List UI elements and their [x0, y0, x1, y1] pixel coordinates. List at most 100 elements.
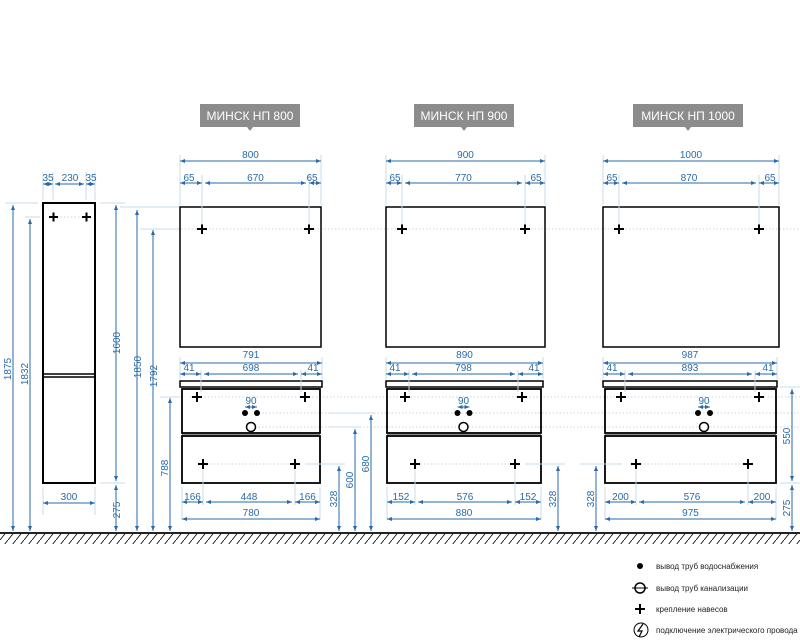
- mount-cross-icon: [410, 459, 420, 469]
- lower-drawer: [181, 435, 321, 484]
- col-height-body: 1600: [112, 331, 123, 354]
- upper-drawer: [181, 388, 321, 434]
- body-width: 975: [682, 508, 699, 519]
- legend-label-water: вывод труб водоснабжения: [656, 562, 758, 571]
- mount-cross-icon: [510, 459, 520, 469]
- column-dimensions: [5, 172, 125, 515]
- model-name-tag: МИНСК НП 900: [414, 104, 514, 131]
- body-width: 880: [456, 508, 473, 519]
- mirror: [179, 206, 322, 348]
- lower-drawer: [604, 435, 777, 484]
- drain-height: 600: [345, 471, 356, 488]
- mount-cross-icon: [614, 224, 624, 234]
- countertop-left-offset: 41: [183, 363, 195, 374]
- mirror-hinge-height: 1792: [149, 364, 160, 387]
- upper-drawer: [386, 388, 542, 434]
- water-supply-dot-icon: [454, 410, 461, 416]
- floor: [0, 532, 800, 544]
- water-supply-dot-icon: [466, 410, 473, 416]
- legend-label-mount: крепление навесов: [656, 605, 728, 614]
- mount-cross-icon: [290, 459, 300, 469]
- countertop: [602, 380, 778, 388]
- mirror-width: 900: [457, 150, 474, 161]
- mirror-hinge-spacing: 670: [247, 173, 264, 184]
- mirror-width: 1000: [680, 150, 703, 161]
- bottom-hinge-spacing: 576: [457, 492, 474, 503]
- legend-label-drain: вывод труб канализации: [656, 584, 748, 593]
- countertop-left-offset: 41: [389, 363, 401, 374]
- mirror-left-offset: 65: [183, 173, 195, 184]
- mount-cross-icon: [300, 392, 310, 402]
- bottom-hinge-height: 328: [329, 490, 340, 507]
- mount-cross-icon: [743, 459, 753, 469]
- mirror-hinge-spacing: 870: [681, 173, 698, 184]
- mount-cross-icon: [520, 224, 530, 234]
- vanity-body-height: 550: [782, 427, 793, 444]
- bottom-hinge-height: 328: [586, 490, 597, 507]
- mirror: [602, 206, 780, 348]
- model-name-tag: МИНСК НП 1000: [633, 104, 743, 131]
- countertop-right-offset: 41: [528, 363, 540, 374]
- bottom-hinge-spacing: 448: [241, 492, 258, 503]
- water-supply-dot-icon: [695, 410, 701, 416]
- water-supply-dot-icon: [254, 410, 260, 416]
- body-width: 780: [243, 508, 260, 519]
- mirror-top-height: 1850: [133, 355, 144, 378]
- mirror-left-offset: 65: [606, 173, 618, 184]
- model-name: МИНСК НП 1000: [641, 109, 735, 123]
- drain-circle-icon: [698, 421, 710, 433]
- mount-cross-icon: [616, 392, 626, 402]
- mount-cross-icon: [400, 392, 410, 402]
- countertop-right-offset: 41: [307, 363, 319, 374]
- model-name: МИНСК НП 800: [207, 109, 294, 123]
- col-bottom-width: 300: [61, 492, 78, 503]
- bottom-hinge-height: 328: [548, 490, 559, 507]
- col-height-total: 1875: [3, 357, 14, 380]
- vanity-hinge-height: 788: [160, 459, 171, 476]
- reference-lines: [50, 216, 800, 465]
- col-floor-gap: 275: [112, 501, 123, 518]
- water-supply-height: 680: [361, 455, 372, 472]
- mirror-hinge-spacing: 770: [455, 173, 472, 184]
- countertop-hinge-spacing: 798: [455, 363, 472, 374]
- bottom-right-offset: 152: [520, 492, 537, 503]
- col-width-left: 35: [42, 173, 54, 184]
- model-name: МИНСК НП 900: [421, 109, 508, 123]
- upper-drawer: [604, 388, 777, 434]
- mirror-right-offset: 65: [764, 173, 776, 184]
- countertop-width: 890: [456, 350, 473, 361]
- lower-drawer: [386, 435, 542, 484]
- mount-cross-icon: [197, 224, 207, 234]
- bottom-left-offset: 166: [184, 492, 201, 503]
- mount-cross-icon: [635, 604, 645, 614]
- drain-circle-icon: [458, 421, 469, 433]
- countertop-width: 987: [682, 350, 699, 361]
- mount-cross-icon: [49, 212, 91, 222]
- mount-cross-icon: [192, 392, 202, 402]
- countertop-hinge-spacing: 698: [243, 363, 260, 374]
- mirror-left-offset: 65: [389, 173, 401, 184]
- countertop: [385, 380, 544, 388]
- mount-cross-icon: [198, 459, 208, 469]
- countertop-hinge-spacing: 893: [682, 363, 699, 374]
- col-height-hinge: 1832: [20, 362, 31, 385]
- mount-cross-icon: [304, 224, 314, 234]
- legend: вывод труб водоснабжения вывод труб кана…: [632, 562, 798, 638]
- water-supply-dot-icon: [242, 410, 248, 416]
- mount-cross-icon: [397, 224, 407, 234]
- bottom-left-offset: 200: [612, 492, 629, 503]
- water-supply-dot-icon: [707, 410, 713, 416]
- countertop: [179, 380, 323, 388]
- bottom-hinge-spacing: 576: [684, 492, 701, 503]
- legend-label-electric: подключение электрического провода: [656, 626, 798, 635]
- countertop-right-offset: 41: [762, 363, 774, 374]
- electric-bolt-icon: [633, 622, 649, 638]
- mirror: [385, 206, 546, 348]
- countertop-left-offset: 41: [606, 363, 618, 374]
- water-supply-dot-icon: [637, 563, 643, 569]
- drain-circle-icon: [245, 421, 257, 433]
